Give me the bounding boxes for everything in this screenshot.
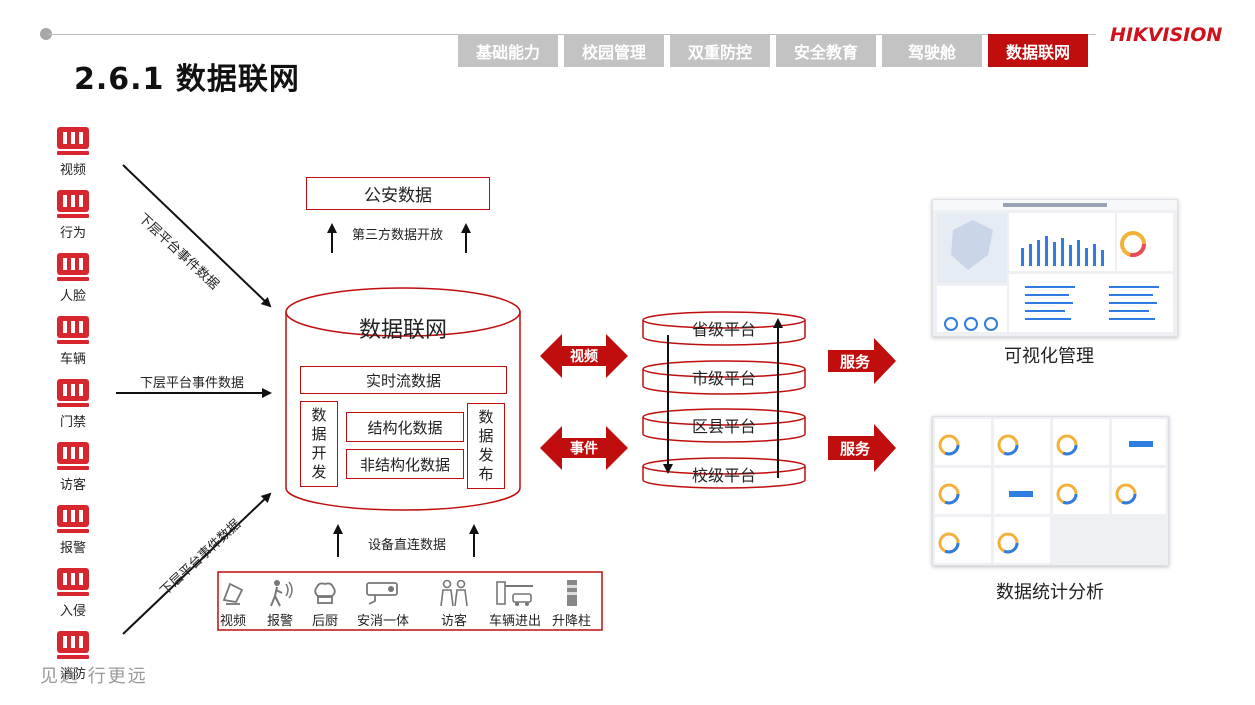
device-bollard: 升降柱 (552, 578, 591, 629)
server-icon (57, 190, 89, 218)
source-label: 门禁 (59, 415, 86, 430)
flow-arrow-upper (122, 164, 272, 308)
data-dev-box: 数据开发 (300, 401, 338, 487)
source-label: 消防 (59, 667, 86, 682)
event-double-arrow (540, 426, 628, 470)
nav-tabs: 基础能力 校园管理 双重防控 安全教育 驾驶舱 数据联网 (458, 34, 1094, 67)
tab-basic[interactable]: 基础能力 (458, 34, 558, 67)
platform-city: 市级平台 (691, 369, 756, 388)
server-icon (57, 631, 89, 659)
server-icon (57, 316, 89, 344)
direct-data-label: 设备直连数据 (368, 538, 447, 553)
platform-province: 省级平台 (691, 320, 756, 339)
source-item: 报警 (48, 503, 98, 556)
device-label: 视频 (219, 614, 246, 629)
vehicle-gate-icon (496, 581, 533, 606)
visual-management-caption: 可视化管理 (1004, 346, 1094, 367)
server-icon (57, 379, 89, 407)
source-label: 人脸 (59, 289, 86, 304)
header-dot (40, 28, 52, 40)
device-video: 视频 (218, 578, 248, 629)
service-arrow-1 (828, 338, 896, 384)
visual-dashboard-thumbnail (932, 199, 1178, 337)
server-icon (57, 127, 89, 155)
structured-data-box: 结构化数据 (346, 412, 464, 442)
data-publish-box: 数据发布 (467, 403, 505, 489)
source-item: 人脸 (48, 251, 98, 304)
device-label: 车辆进出 (489, 614, 542, 629)
source-label: 视频 (59, 163, 86, 178)
source-item: 车辆 (48, 314, 98, 367)
server-icon (57, 442, 89, 470)
service-label-2: 服务 (839, 439, 870, 458)
footer-slogan: 见远 行更远 (40, 666, 148, 687)
device-kitchen: 后厨 (310, 578, 340, 629)
source-label: 行为 (59, 226, 86, 241)
device-security-fire: 安消一体 (357, 578, 409, 629)
dashboard-preview-image (933, 200, 1177, 332)
server-icon (57, 253, 89, 281)
device-label: 后厨 (311, 614, 338, 629)
alarm-person-icon (270, 580, 293, 607)
tab-safety-edu[interactable]: 安全教育 (776, 34, 876, 67)
unstructured-data-box: 非结构化数据 (346, 449, 464, 479)
service-label-1: 服务 (839, 352, 870, 371)
core-title: 数据联网 (358, 318, 447, 343)
source-item: 视频 (48, 125, 98, 178)
chef-hat-icon (314, 582, 336, 604)
source-label: 车辆 (59, 352, 86, 367)
source-item: 消防 (48, 629, 98, 682)
platform-school: 校级平台 (691, 466, 756, 485)
platform-stack (642, 311, 806, 489)
source-item: 入侵 (48, 566, 98, 619)
server-icon (57, 568, 89, 596)
stats-dashboard-thumbnail (932, 416, 1169, 566)
device-label: 安消一体 (357, 614, 410, 629)
tab-data-network[interactable]: 数据联网 (988, 34, 1088, 67)
video-link-label: 视频 (570, 349, 598, 365)
police-data-box: 公安数据 (306, 177, 490, 210)
server-icon (57, 505, 89, 533)
open-data-label: 第三方数据开放 (352, 228, 444, 243)
event-link-label: 事件 (570, 441, 598, 457)
device-alarm: 报警 (265, 578, 295, 629)
video-double-arrow (540, 334, 628, 378)
page-title: 2.6.1 数据联网 (74, 62, 300, 97)
source-item: 门禁 (48, 377, 98, 430)
source-label: 报警 (59, 541, 86, 556)
realtime-data-box: 实时流数据 (300, 366, 507, 394)
data-analysis-caption: 数据统计分析 (996, 582, 1104, 603)
device-vehicle-gate: 车辆进出 (489, 578, 541, 629)
bollard-icon (566, 580, 577, 606)
device-label: 报警 (266, 614, 293, 629)
visitors-icon (440, 579, 468, 607)
source-item: 访客 (48, 440, 98, 493)
bullet-camera-icon (366, 582, 398, 605)
tab-cockpit[interactable]: 驾驶舱 (882, 34, 982, 67)
device-box (217, 571, 603, 631)
device-visitor: 访客 (436, 578, 472, 629)
source-label: 入侵 (59, 604, 86, 619)
source-label: 访客 (59, 478, 86, 493)
device-label: 访客 (440, 614, 467, 629)
source-item: 行为 (48, 188, 98, 241)
tab-campus[interactable]: 校园管理 (564, 34, 664, 67)
flow-arrow-lower (122, 492, 272, 635)
platform-district: 区县平台 (691, 417, 756, 436)
brand-logo: HIKVISION (1110, 24, 1223, 46)
camera-icon (222, 582, 244, 605)
tab-dual-control[interactable]: 双重防控 (670, 34, 770, 67)
flow-label-middle: 下层平台事件数据 (140, 376, 245, 391)
stats-preview-image (935, 419, 1166, 563)
device-label: 升降柱 (552, 614, 592, 629)
service-arrow-2 (828, 424, 896, 472)
